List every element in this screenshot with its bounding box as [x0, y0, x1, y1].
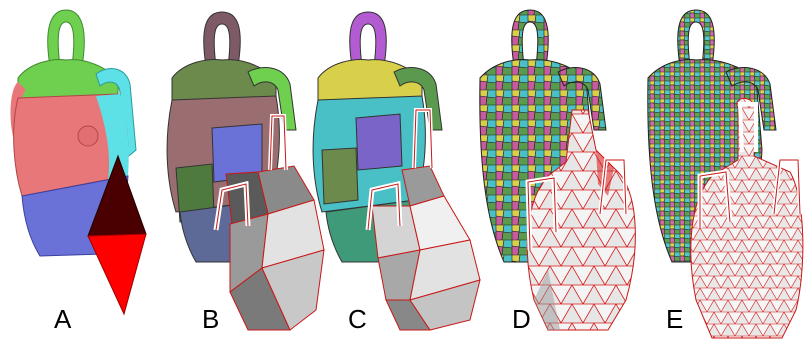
panel-label-e: E [666, 304, 683, 334]
panel-c-top-handle [350, 12, 387, 66]
panel-c-finer-segmentation: C [313, 12, 480, 334]
panel-label-d: D [512, 304, 531, 334]
panel-e-finest-segmentation: E [648, 10, 803, 338]
panel-b-coarse-segmentation: B [167, 12, 324, 334]
panel-a-top-handle [48, 10, 85, 66]
panel-c-body-patch-olive [322, 148, 358, 204]
panel-a-segmented-amphora: A [11, 10, 146, 334]
panel-label-a: A [54, 304, 72, 334]
panel-d-top-handle [512, 10, 549, 66]
panel-label-b: B [202, 304, 219, 334]
panel-b-top-handle [204, 12, 241, 66]
panel-label-c: C [348, 304, 367, 334]
panel-c-body-patch-purple [356, 114, 402, 170]
panel-a-tetrahedron-red [88, 234, 146, 314]
panel-a-knob [78, 126, 98, 146]
panel-e-top-handle [678, 10, 715, 66]
panel-d-voronoi-segmentation: D [480, 10, 636, 334]
